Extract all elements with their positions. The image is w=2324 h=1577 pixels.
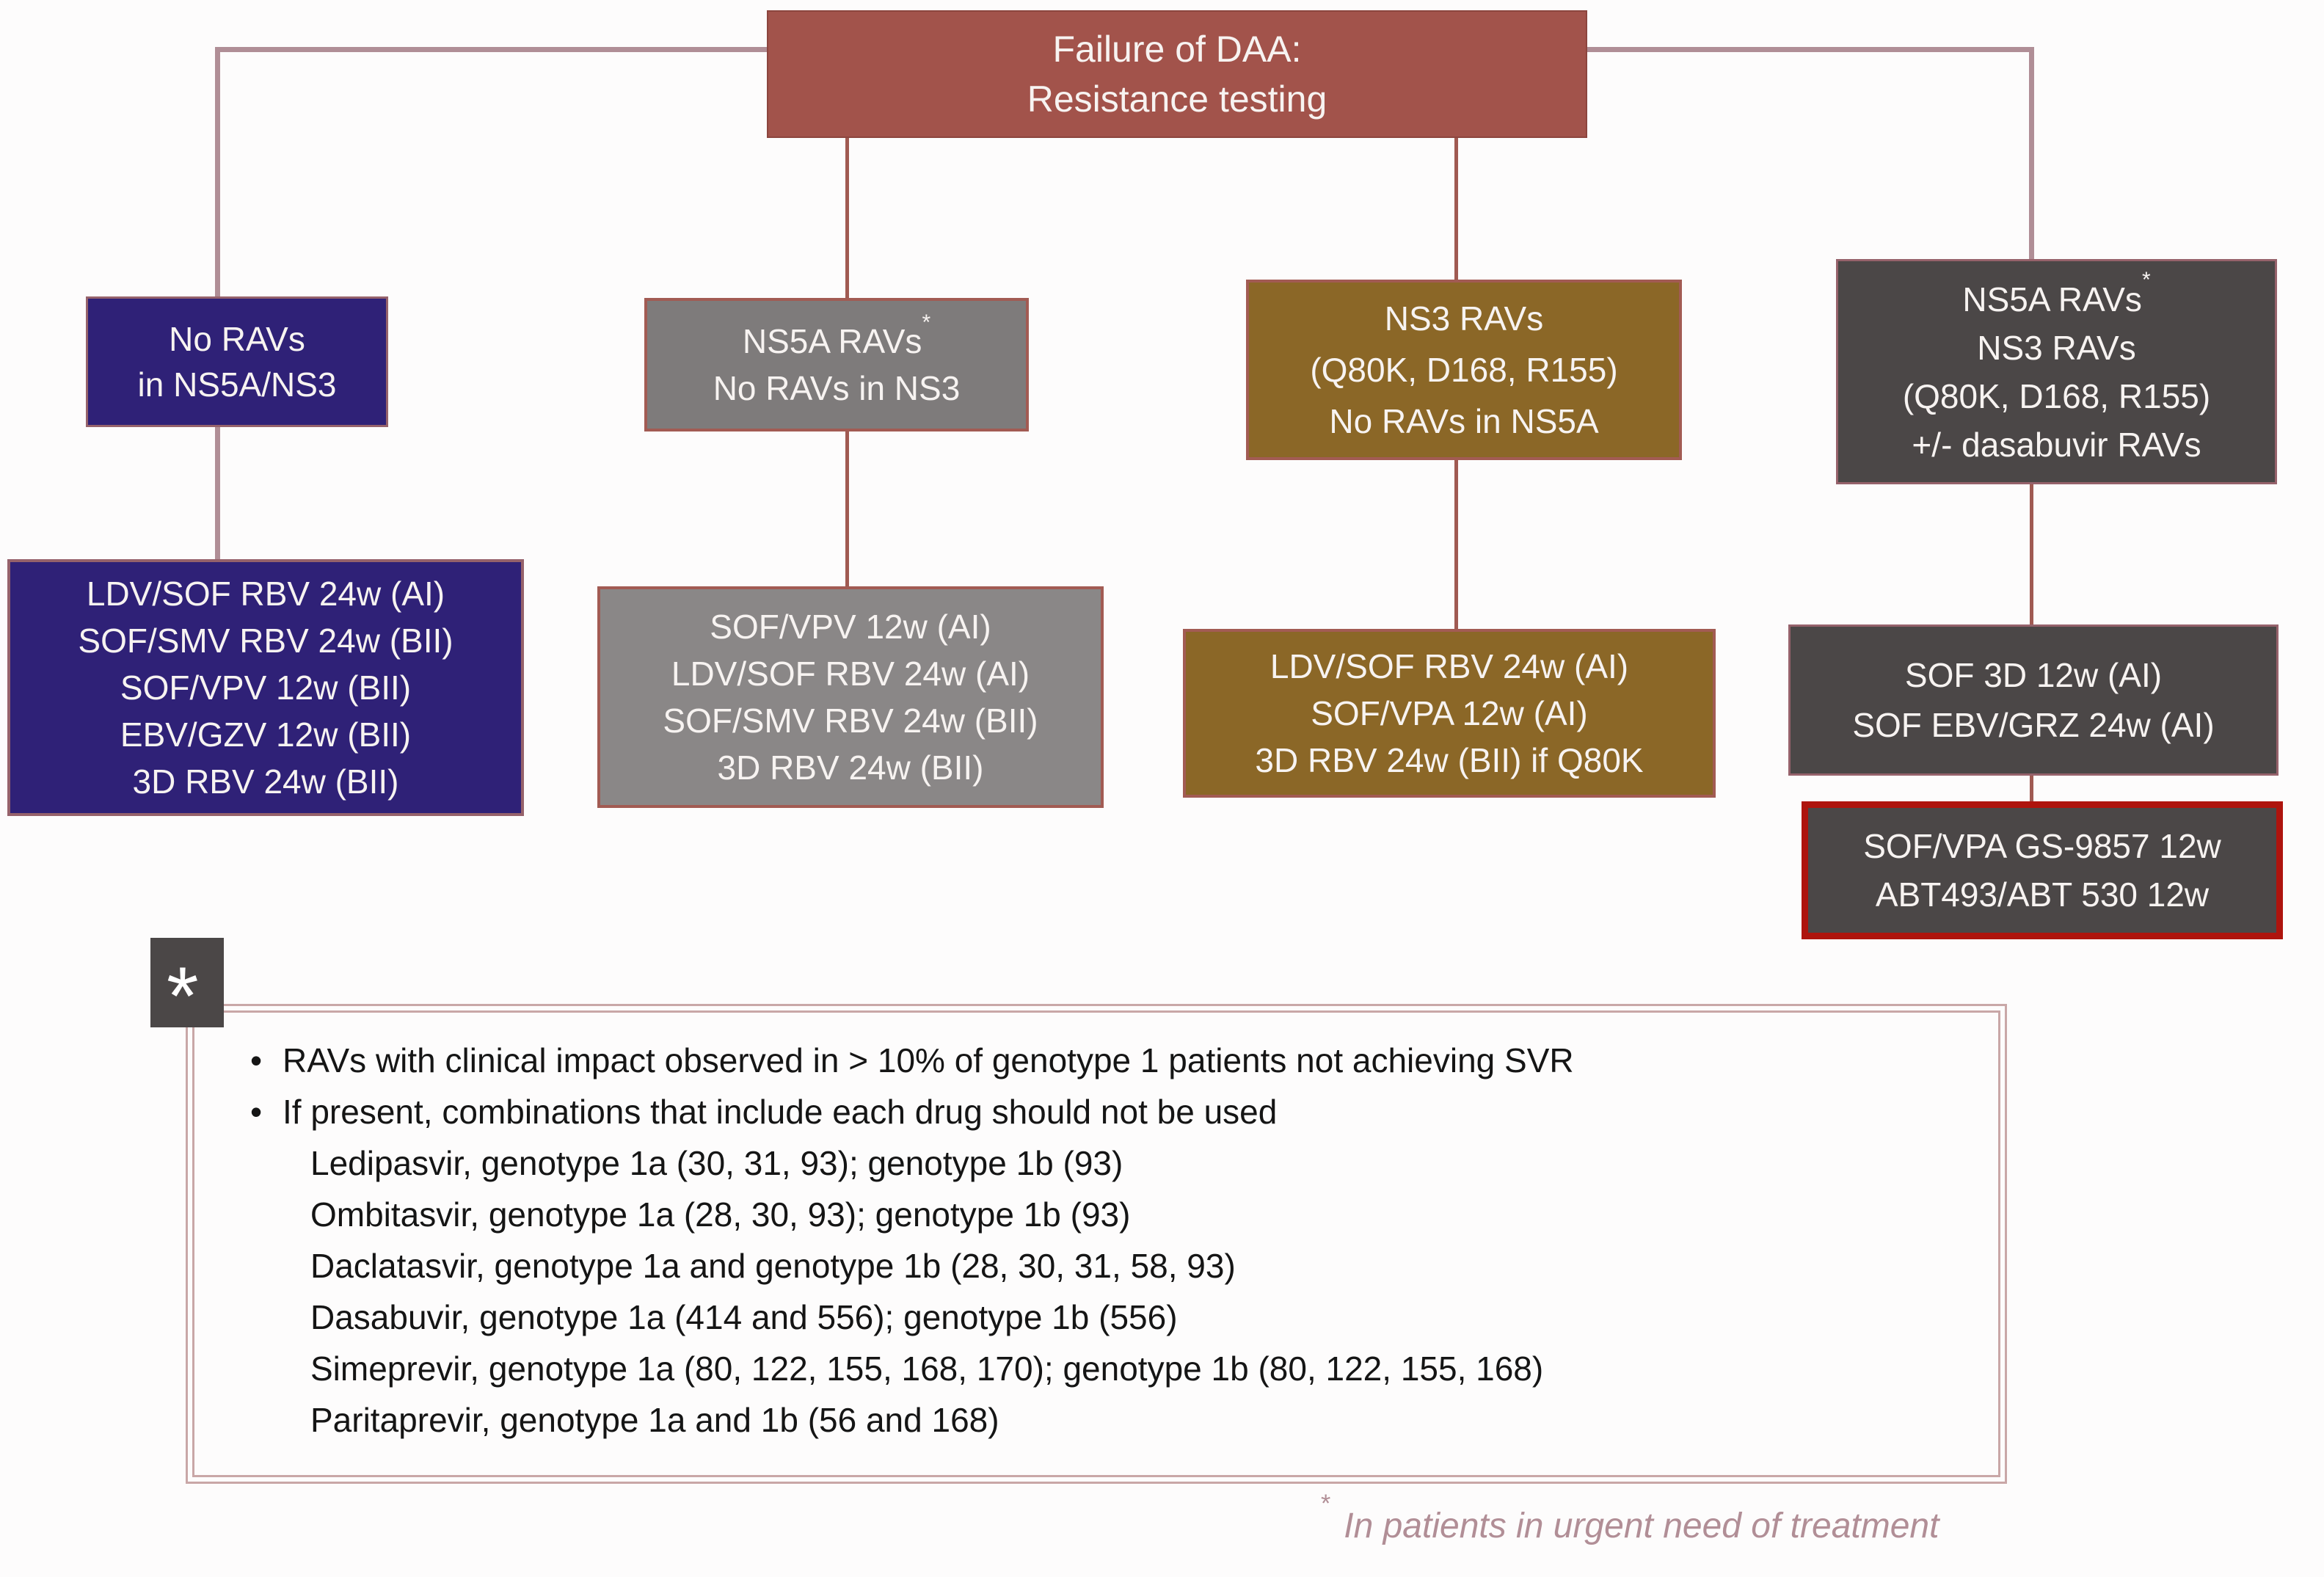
asterisk-superscript: * [2141, 268, 2151, 293]
branch-line: NS3 RAVs [1977, 328, 2136, 367]
bullet-icon: • [250, 1041, 263, 1079]
footnote-drug-line: Ledipasvir, genotype 1a (30, 31, 93); ge… [310, 1144, 1123, 1182]
root-box-failure-of-daa: Failure of DAA: Resistance testing [767, 10, 1587, 138]
treatment-box-no-ravs: LDV/SOF RBV 24w (AI) SOF/SMV RBV 24w (BI… [7, 559, 524, 816]
treatment-box-investigational: SOF/VPA GS-9857 12w ABT493/ABT 530 12w [1802, 801, 2283, 939]
branch-line: in NS5A/NS3 [137, 365, 337, 404]
treatment-line: LDV/SOF RBV 24w (AI) [671, 655, 1030, 693]
footnote-frame-inner-line [192, 1010, 2000, 1477]
branch-line: NS5A RAVs* [742, 310, 931, 360]
treatment-line: LDV/SOF RBV 24w (AI) [86, 575, 445, 613]
branch-line: No RAVs in NS5A [1329, 402, 1599, 440]
connector-column-4-upper [2029, 47, 2034, 264]
footnote-bullet-line: •RAVs with clinical impact observed in >… [250, 1035, 1938, 1086]
footnote-drug-line: Paritaprevir, genotype 1a and 1b (56 and… [310, 1401, 999, 1439]
treatment-line: SOF/VPV 12w (AI) [710, 608, 991, 646]
branch-box-ns3-ravs: NS3 RAVs (Q80K, D168, R155) No RAVs in N… [1246, 280, 1682, 460]
treatment-line: ABT493/ABT 530 12w [1875, 875, 2210, 914]
footnote-drug-line: Ombitasvir, genotype 1a (28, 30, 93); ge… [310, 1195, 1131, 1234]
treatment-line: SOF 3D 12w (AI) [1904, 656, 2163, 694]
treatment-line: 3D RBV 24w (BII) if Q80K [1255, 741, 1644, 779]
treatment-line: SOF/VPA GS-9857 12w [1863, 827, 2221, 865]
root-box-line: Failure of DAA: [1052, 29, 1302, 70]
footnote-text-block: •RAVs with clinical impact observed in >… [250, 1035, 1938, 1446]
asterisk-superscript: * [1321, 1490, 1331, 1518]
root-box-line: Resistance testing [1027, 79, 1327, 120]
branch-box-ns5a-ravs: NS5A RAVs* No RAVs in NS3 [644, 298, 1029, 431]
treatment-line: LDV/SOF RBV 24w (AI) [1270, 647, 1629, 685]
connector-top-right [1585, 47, 2031, 52]
branch-line: No RAVs in NS3 [713, 369, 961, 407]
branch-box-ns5a-ns3-ravs: NS5A RAVs* NS3 RAVs (Q80K, D168, R155) +… [1836, 259, 2277, 484]
branch-line: No RAVs [169, 320, 305, 358]
asterisk-icon: * [167, 950, 199, 1042]
branch-line: (Q80K, D168, R155) [1902, 376, 2211, 415]
caption-text: In patients in urgent need of treatment [1344, 1507, 1939, 1545]
footnote-drug-line: Dasabuvir, genotype 1a (414 and 556); ge… [310, 1298, 1178, 1336]
footnote-drug-line: Daclatasvir, genotype 1a and genotype 1b… [310, 1247, 1236, 1285]
treatment-line: SOF/SMV RBV 24w (BII) [78, 622, 453, 660]
treatment-box-ns5a-ravs: SOF/VPV 12w (AI) LDV/SOF RBV 24w (AI) SO… [597, 586, 1104, 808]
treatment-line: 3D RBV 24w (BII) [132, 762, 399, 801]
treatment-box-ns5a-ns3-ravs: SOF 3D 12w (AI) SOF EBV/GRZ 24w (AI) [1788, 624, 2279, 776]
treatment-line: SOF/VPA 12w (AI) [1311, 694, 1588, 732]
asterisk-superscript: * [922, 310, 931, 335]
branch-line: (Q80K, D168, R155) [1310, 351, 1618, 389]
treatment-line: EBV/GZV 12w (BII) [120, 715, 412, 754]
footnote-drug-line: Simeprevir, genotype 1a (80, 122, 155, 1… [310, 1350, 1544, 1388]
treatment-box-ns3-ravs: LDV/SOF RBV 24w (AI) SOF/VPA 12w (AI) 3D… [1183, 629, 1716, 798]
connector-top-left [217, 47, 771, 52]
treatment-line: SOF/VPV 12w (BII) [120, 669, 412, 707]
bullet-icon: • [250, 1093, 263, 1131]
treatment-line: SOF EBV/GRZ 24w (AI) [1852, 706, 2215, 744]
treatment-line: 3D RBV 24w (BII) [717, 749, 984, 787]
treatment-line: SOF/SMV RBV 24w (BII) [663, 702, 1038, 740]
branch-line: +/- dasabuvir RAVs [1912, 425, 2201, 464]
branch-line: NS3 RAVs [1384, 299, 1544, 338]
branch-line: NS5A RAVs* [1962, 268, 2151, 318]
footnote-marker-box: * [150, 938, 224, 1038]
caption-urgent-need: * In patients in urgent need of treatment [1321, 1490, 1939, 1546]
footnote-frame [186, 1004, 2007, 1484]
footnote-bullet-line: •If present, combinations that include e… [250, 1086, 1938, 1137]
branch-box-no-ravs: No RAVs in NS5A/NS3 [86, 296, 388, 427]
